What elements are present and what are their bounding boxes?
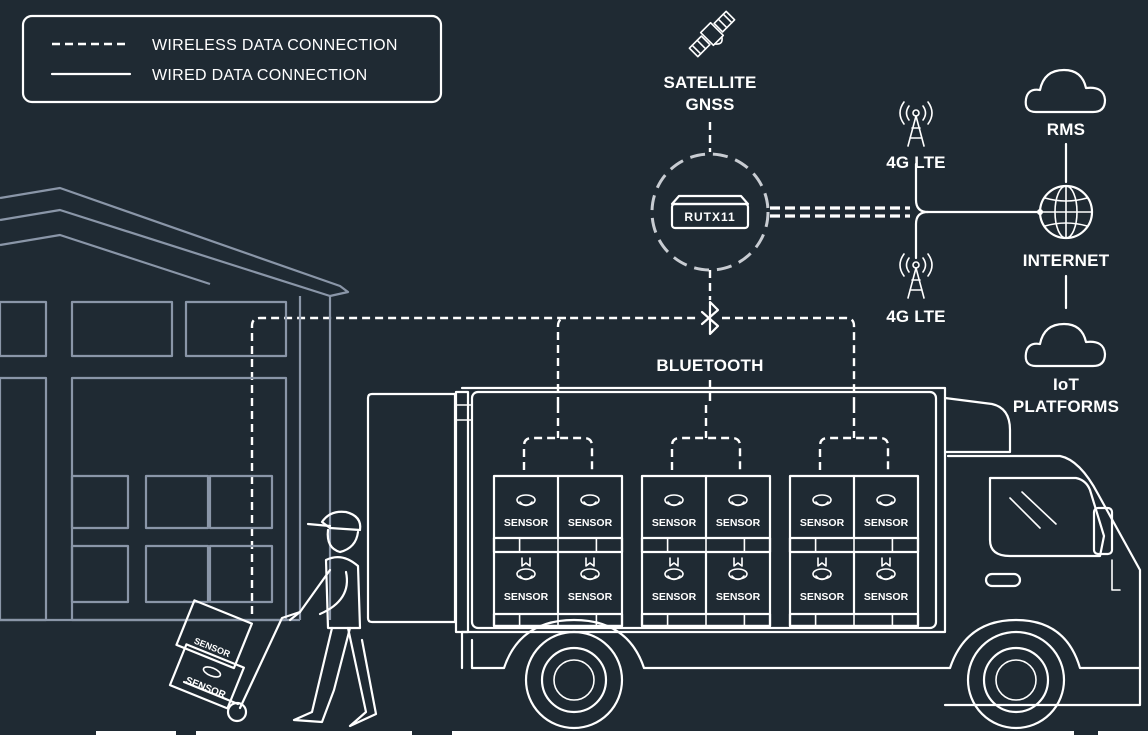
sensor-label: SENSOR [652, 591, 697, 603]
warehouse-icon [0, 186, 350, 622]
sensor-link [818, 405, 890, 470]
iot-label: IoT [1053, 375, 1080, 394]
internet-label: INTERNET [1023, 251, 1110, 270]
bluetooth-icon [700, 300, 720, 336]
truck-wheel [966, 630, 1066, 730]
pallet-group: SENSOR SENSOR SENSOR SENSOR [640, 405, 772, 628]
sensor-label: SENSOR [504, 517, 549, 529]
lte-bottom-to-internet [914, 210, 930, 260]
sensor-icon: SENSOR [716, 557, 761, 603]
truck-icon [366, 386, 1142, 707]
bluetooth-label: BLUETOOTH [656, 356, 763, 375]
pallet-group: SENSOR SENSOR SENSOR SENSOR [788, 405, 920, 628]
router-icon: RUTX11 [670, 194, 750, 230]
ground-strip [1098, 731, 1148, 735]
sensor-icon: SENSOR [504, 494, 549, 529]
ground-strip [96, 731, 176, 735]
sensor-label: SENSOR [800, 517, 845, 529]
truck-wheel [524, 630, 624, 730]
sensor-link [522, 405, 594, 470]
satellite-label: SATELLITE [663, 73, 756, 92]
sensor-icon: SENSOR [652, 494, 697, 529]
sensor-box: SENSOR [175, 599, 254, 670]
satellite-icon [688, 10, 736, 58]
legend-wired-label: WIRED DATA CONNECTION [152, 67, 368, 84]
gnss-label: GNSS [686, 95, 735, 114]
sensor-label: SENSOR [652, 517, 697, 529]
sensor-icon: SENSOR [864, 494, 909, 529]
globe-icon [1037, 184, 1094, 240]
sensor-icon: SENSOR [800, 557, 845, 603]
ground-strip [452, 731, 1074, 735]
sensor-icon: SENSOR [800, 494, 845, 529]
sensor-icon: SENSOR [568, 557, 613, 603]
sensor-label: SENSOR [716, 591, 761, 603]
bt-link-warehouse [250, 316, 698, 614]
cloud-icon [1024, 68, 1107, 114]
sensor-label: SENSOR [504, 591, 549, 603]
legend-wireless-label: WIRELESS DATA CONNECTION [152, 37, 398, 54]
sensor-box: SENSOR [168, 643, 246, 710]
pallet-group: SENSOR SENSOR SENSOR SENSOR [492, 405, 624, 628]
sensor-icon: SENSOR [504, 557, 549, 603]
sensor-label: SENSOR [864, 517, 909, 529]
sensor-link [670, 405, 742, 470]
worker-icon [288, 510, 378, 728]
rms-label: RMS [1047, 120, 1085, 139]
platforms-label: PLATFORMS [1013, 397, 1119, 416]
bt-link-group3 [722, 316, 856, 405]
ground-strip [196, 731, 412, 735]
sensor-icon: SENSOR [864, 557, 909, 603]
router-label: RUTX11 [684, 210, 735, 224]
hand-dolly-icon [182, 610, 302, 723]
bt-link-group1 [556, 316, 567, 405]
sensor-label: SENSOR [184, 675, 228, 701]
lte-bottom-label: 4G LTE [886, 307, 945, 326]
router-range-circle [650, 152, 770, 272]
cell-tower-icon [899, 101, 933, 147]
cell-tower-icon [899, 253, 933, 299]
sensor-label: SENSOR [800, 591, 845, 603]
legend: WIRELESS DATA CONNECTION WIRED DATA CONN… [21, 14, 443, 104]
sensor-icon: SENSOR [568, 494, 613, 529]
lte-top-label: 4G LTE [886, 153, 945, 172]
sensor-label: SENSOR [568, 591, 613, 603]
cloud-icon [1024, 322, 1107, 368]
sensor-label: SENSOR [568, 517, 613, 529]
sensor-icon: SENSOR [716, 494, 761, 529]
sensor-label: SENSOR [864, 591, 909, 603]
sensor-label: SENSOR [716, 517, 761, 529]
sensor-icon: SENSOR [652, 557, 697, 603]
legend-box [21, 14, 443, 104]
